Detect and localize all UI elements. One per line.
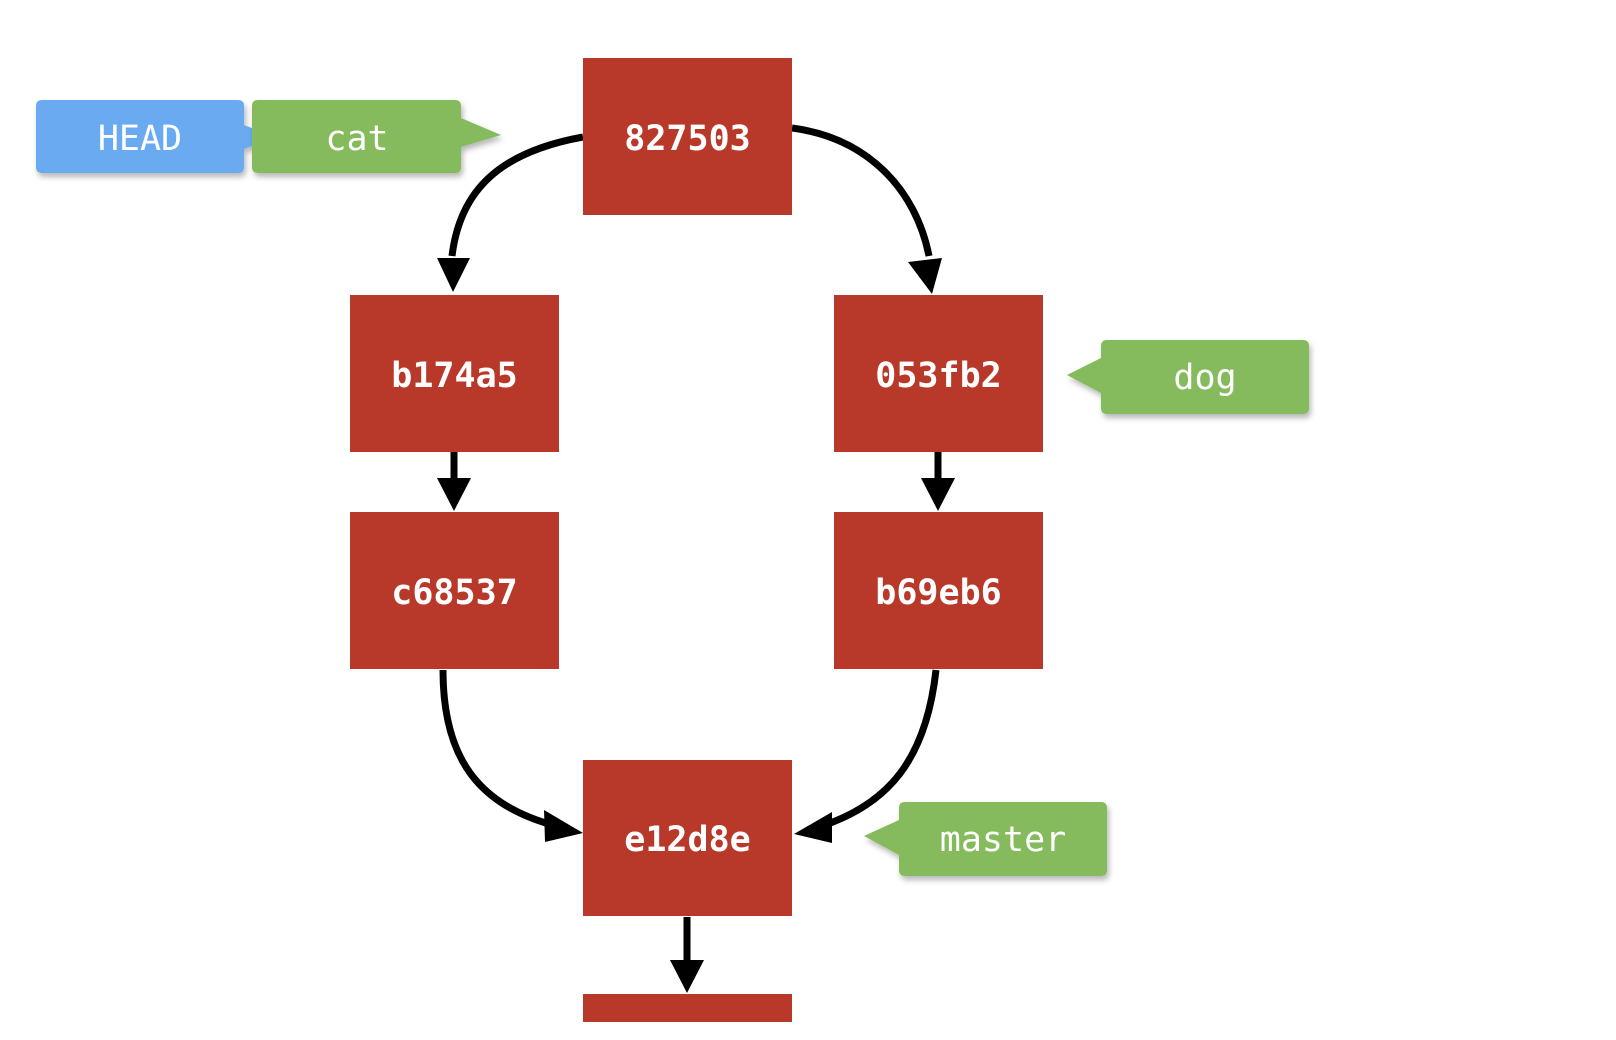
commit-e12d8e-label: e12d8e — [624, 820, 750, 860]
edge-c68537-to-e12d8e — [439, 669, 557, 830]
arrowhead-053fb2 — [908, 258, 942, 294]
commit-827503-label: 827503 — [624, 119, 750, 159]
branch-master[interactable]: master — [864, 802, 1107, 876]
edge-b69eb6-to-e12d8e — [820, 669, 940, 830]
arrowhead-next — [670, 960, 704, 993]
head-label: HEAD — [98, 119, 182, 159]
edges — [437, 124, 955, 993]
commit-e12d8e[interactable]: e12d8e — [583, 760, 792, 916]
branch-cat-label: cat — [325, 119, 388, 159]
commit-827503[interactable]: 827503 — [583, 58, 792, 215]
commit-053fb2-label: 053fb2 — [875, 356, 1001, 396]
commit-b174a5[interactable]: b174a5 — [350, 295, 559, 452]
commit-partial — [583, 994, 792, 1022]
commit-c68537-label: c68537 — [391, 573, 517, 613]
arrowhead-c68537 — [437, 478, 471, 511]
arrowhead-b174a5 — [437, 258, 470, 292]
head-pointer[interactable]: HEAD — [36, 100, 274, 173]
commit-b174a5-label: b174a5 — [391, 356, 517, 396]
arrowhead-e12d8e-left — [544, 810, 583, 842]
commit-c68537[interactable]: c68537 — [350, 512, 559, 669]
commit-b69eb6-label: b69eb6 — [875, 573, 1001, 613]
edge-827503-to-b174a5 — [448, 133, 584, 257]
branch-dog[interactable]: dog — [1067, 340, 1309, 414]
arrowhead-e12d8e-right — [794, 812, 832, 843]
branch-master-label: master — [940, 820, 1066, 860]
branch-dog-label: dog — [1173, 358, 1236, 398]
branch-cat[interactable]: cat — [252, 100, 501, 173]
commit-053fb2[interactable]: 053fb2 — [834, 295, 1043, 452]
commits: 827503 b174a5 053fb2 c68537 b69eb6 e12d8… — [350, 58, 1043, 1022]
edge-827503-to-053fb2 — [791, 124, 933, 257]
commit-b69eb6[interactable]: b69eb6 — [834, 512, 1043, 669]
refs: HEAD cat dog master — [36, 100, 1309, 876]
arrowhead-b69eb6 — [921, 478, 955, 511]
